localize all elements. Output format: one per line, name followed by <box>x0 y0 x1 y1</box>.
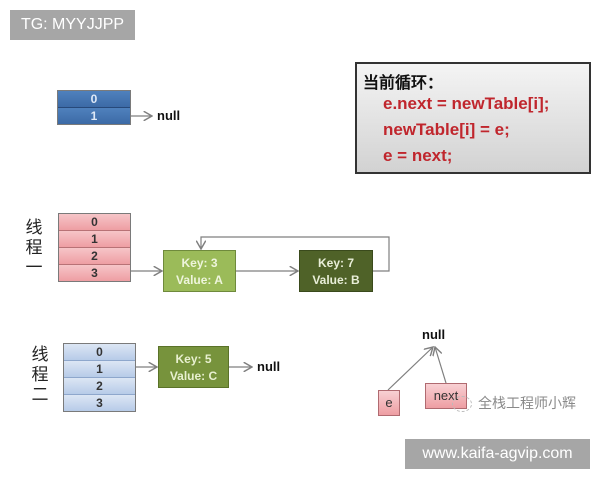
node-key7: Key: 7 Value: B <box>299 250 373 292</box>
null-label: null <box>157 108 181 123</box>
table-cell: 3 <box>59 265 130 281</box>
thread2-label: 线 程 二 <box>30 345 50 405</box>
watermark-brand-text: 全栈工程师小辉 <box>478 396 576 412</box>
table-cell: 2 <box>64 378 135 395</box>
table-cell: 0 <box>64 344 135 361</box>
node-key: Key: 7 <box>317 256 355 270</box>
thread1-label-char: 一 <box>25 258 43 278</box>
table-cell: 0 <box>58 91 130 108</box>
next-pointer-box: next <box>425 383 467 409</box>
node-value: Value: B <box>312 273 360 287</box>
table-cell: 2 <box>59 248 130 265</box>
pointer-null-label: null <box>422 327 446 342</box>
table-cell: 1 <box>58 108 130 124</box>
original-table: 0 1 <box>57 90 131 125</box>
thread2-label-char: 二 <box>31 385 49 405</box>
e-pointer-box: e <box>378 390 400 416</box>
node-value: Value: C <box>169 369 218 383</box>
watermark-bottom: www.kaifa-agvip.com <box>405 439 590 469</box>
thread2-label-char: 程 <box>31 365 49 385</box>
code-line: e = next; <box>383 146 453 165</box>
watermark-brand: 全栈工程师小辉 <box>452 393 576 413</box>
node-value: Value: A <box>176 273 223 287</box>
code-line: e.next = newTable[i]; <box>383 94 550 113</box>
code-line: newTable[i] = e; <box>383 120 510 139</box>
code-title: 当前循环： <box>363 73 444 92</box>
table-cell: 1 <box>64 361 135 378</box>
watermark-top: TG: MYYJJPP <box>10 10 135 40</box>
null-label: null <box>257 359 281 374</box>
node-key: Key: 3 <box>181 256 218 270</box>
table-cell: 3 <box>64 395 135 411</box>
thread1-label: 线 程 一 <box>24 218 44 278</box>
thread1-label-char: 线 <box>25 218 43 238</box>
node-key: Key: 5 <box>175 352 212 366</box>
node-key3: Key: 3 Value: A <box>163 250 236 292</box>
thread2-table: 0 1 2 3 <box>63 343 136 412</box>
thread1-label-char: 程 <box>25 238 43 258</box>
node-key5: Key: 5 Value: C <box>158 346 229 388</box>
table-cell: 1 <box>59 231 130 248</box>
code-box: 当前循环： e.next = newTable[i]; newTable[i] … <box>355 62 591 174</box>
table-cell: 0 <box>59 214 130 231</box>
wechat-icon <box>452 396 472 412</box>
thread2-label-char: 线 <box>31 345 49 365</box>
thread1-table: 0 1 2 3 <box>58 213 131 282</box>
